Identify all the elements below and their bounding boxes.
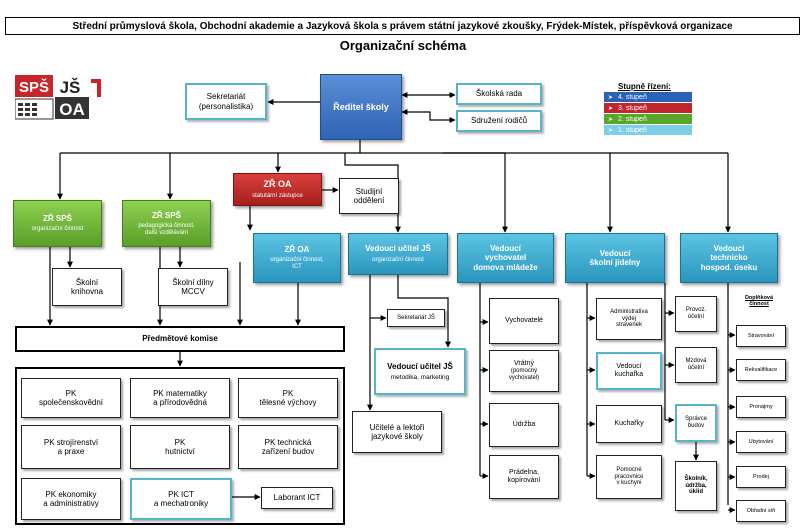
box-sdruzeni-rodicu[interactable]: Sdružení rodičů	[456, 110, 542, 132]
legend-level-2: ➤2. stupeň	[604, 114, 692, 124]
school-header: Střední průmyslová škola, Obchodní akade…	[5, 17, 800, 35]
logo-spss-text: SPŠ	[19, 78, 49, 96]
box-udrzba[interactable]: Údržba	[489, 403, 559, 447]
school-logo: SPŠ JŠ OA	[15, 75, 101, 120]
box-obradni-sin[interactable]: Obřadní síň	[736, 500, 786, 522]
logo-js-text: JŠ	[60, 78, 81, 97]
box-zr-oa-ict[interactable]: ZŘ OA organizační činnost, ICT	[253, 233, 341, 283]
box-zr-sps-pedagogicka[interactable]: ZŘ SPŠ pedagogická činnost, další vzdělá…	[122, 200, 211, 247]
legend-title: Stupně řízení:	[618, 82, 671, 91]
box-rekvalifikace[interactable]: Rekvalifikace	[736, 359, 786, 381]
box-sekretariat[interactable]: Sekretariát(personalistika)	[185, 83, 267, 120]
page-title: Organizační schéma	[339, 38, 467, 53]
box-stravovani[interactable]: Stravování	[736, 325, 786, 347]
box-vychovatele[interactable]: Vychovatelé	[489, 298, 559, 344]
arrow-icon: ➤	[608, 105, 614, 112]
box-pronajmy[interactable]: Pronájmy	[736, 396, 786, 418]
legend-level-3: ➤3. stupeň	[604, 103, 692, 113]
box-zr-oa-statutarni[interactable]: ZŘ OA statutární zástupce	[233, 173, 322, 206]
box-skolska-rada[interactable]: Školská rada	[456, 83, 542, 105]
box-reditel[interactable]: Ředitel školy	[320, 74, 402, 140]
box-vedouci-ucitel-js[interactable]: Vedoucí učitel JŠ organizační činnost	[348, 233, 448, 275]
arrow-icon: ➤	[608, 116, 614, 123]
logo-oa-text: OA	[59, 100, 85, 119]
arrow-icon: ➤	[608, 127, 614, 134]
legend-level-4: ➤4. stupeň	[604, 92, 692, 102]
box-ubytovani[interactable]: Ubytování	[736, 431, 786, 453]
box-predmetove-komise[interactable]: Předmětové komise	[15, 326, 345, 352]
box-laborant-ict[interactable]: Laborant ICT	[261, 487, 333, 509]
box-kucharky[interactable]: Kuchařky	[596, 405, 662, 443]
legend-level-1: ➤1. stupeň	[604, 125, 692, 135]
box-prodej[interactable]: Prodej	[736, 466, 786, 488]
box-vedouci-ucitel-js-metodika[interactable]: Vedoucí učitel JŠ metodika, marketing	[374, 348, 466, 395]
arrow-icon: ➤	[608, 94, 614, 101]
box-zr-sps-organizacni[interactable]: ZŘ SPŠ organizační činnost	[13, 200, 102, 247]
box-pradelna[interactable]: Prádelna,kopírování	[489, 455, 559, 499]
box-provozni-ucetni[interactable]: Provoz.účetní	[675, 296, 717, 332]
box-skolnik[interactable]: Školník,údržba,úklid	[675, 461, 717, 511]
pk-container	[15, 367, 345, 525]
box-sekretariat-js[interactable]: Sekretariát JŠ	[387, 309, 445, 327]
